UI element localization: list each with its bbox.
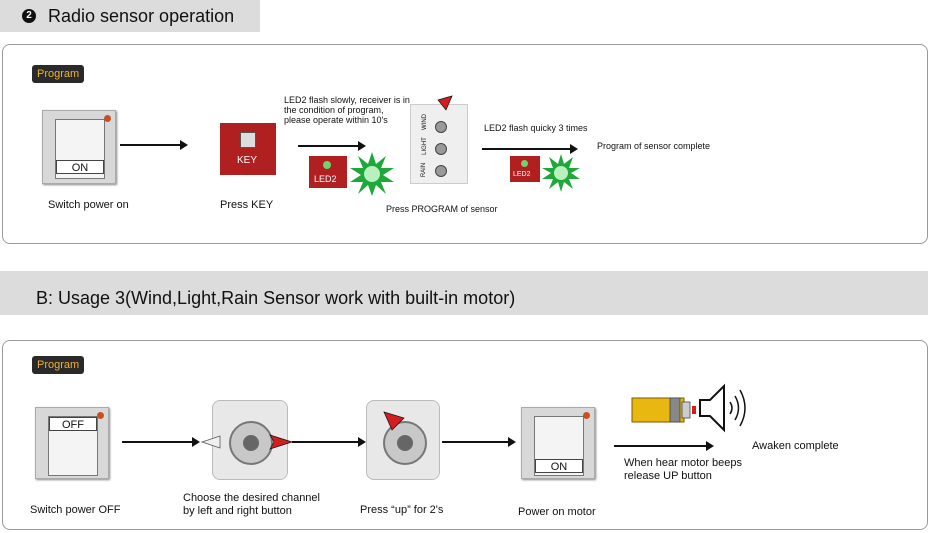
caption-line: Choose the desired channel	[183, 492, 320, 504]
left-right-arrow-icon	[200, 434, 294, 450]
step-caption-choose-channel: Choose the desired channel by left and r…	[183, 492, 320, 518]
program-badge-2: Program	[32, 356, 85, 374]
section2-title: B: Usage 3(Wind,Light,Rain Sensor work w…	[36, 288, 516, 308]
step-caption-power-on-motor: Power on motor	[518, 506, 596, 518]
switch-rocker: ON	[534, 416, 584, 476]
led2-box-2: LED2	[510, 156, 540, 182]
note-line: LED2 flash slowly, receiver is in	[284, 95, 410, 105]
led-label: LED2	[314, 174, 337, 184]
flash-starburst-icon	[542, 154, 580, 192]
switch-label: ON	[56, 160, 104, 174]
note-line: the condition of program,	[284, 105, 384, 115]
led-quick-flash-note: LED2 flash quicky 3 times	[484, 123, 588, 133]
note-line: release UP button	[624, 470, 712, 482]
led2-box: LED2	[309, 156, 347, 188]
power-switch-on-motor: ON	[521, 407, 595, 479]
indicator-light	[104, 115, 111, 122]
arrow-right-icon	[298, 141, 366, 151]
step-caption-switch-on: Switch power on	[48, 199, 129, 211]
sensor-dial-rain	[435, 165, 447, 177]
program-complete-caption: Program of sensor complete	[597, 141, 711, 151]
key-button-box: KEY	[220, 123, 276, 175]
arrow-right-icon	[292, 437, 366, 447]
arrow-right-icon	[122, 437, 200, 447]
step-number-badge: 2	[22, 9, 36, 23]
switch-label-on: ON	[535, 459, 583, 473]
step-caption-press-key: Press KEY	[220, 199, 274, 211]
sensor-device: WIND LIGHT RAIN	[410, 104, 468, 184]
pointer-arrow-icon	[437, 95, 453, 111]
arrow-right-icon	[482, 144, 578, 154]
caption-line: by left and right button	[183, 505, 292, 517]
sensor-label-wind: WIND	[422, 114, 428, 130]
remote-center-button	[397, 435, 413, 451]
remote-center-button	[243, 435, 259, 451]
remote-button-ring	[383, 421, 427, 465]
section2-header: B: Usage 3(Wind,Light,Rain Sensor work w…	[0, 271, 928, 315]
arrow-right-icon	[442, 437, 516, 447]
program-badge: Program	[32, 65, 85, 83]
key-label: KEY	[237, 155, 258, 166]
key-button-icon	[240, 132, 256, 148]
arrow-right-icon	[120, 140, 188, 150]
section1-title: Radio sensor operation	[48, 6, 235, 26]
sensor-label-rain: RAIN	[421, 162, 428, 178]
note-line: When hear motor beeps	[624, 457, 743, 469]
awaken-complete-caption: Awaken complete	[752, 440, 839, 452]
remote-control-2	[366, 400, 440, 480]
step-caption-switch-off: Switch power OFF	[30, 504, 121, 516]
section1-header: 2 Radio sensor operation	[0, 0, 260, 32]
led-slow-flash-note: LED2 flash slowly, receiver is in the co…	[284, 95, 410, 125]
remote-button-ring	[229, 421, 273, 465]
led-icon	[323, 161, 331, 169]
motor-speaker-icon	[631, 383, 746, 433]
led-icon	[521, 160, 528, 167]
motor-beep-note: When hear motor beeps release UP button	[624, 457, 742, 483]
up-arrow-icon	[383, 411, 405, 431]
power-switch-on: ON	[42, 110, 116, 184]
sensor-dial-wind	[435, 121, 447, 133]
switch-rocker: ON	[55, 119, 105, 179]
arrow-right-icon	[614, 441, 714, 451]
note-line: please operate within 10's	[284, 115, 388, 125]
step-caption-press-program: Press PROGRAM of sensor	[386, 204, 498, 214]
sensor-label-light: LIGHT	[421, 137, 428, 155]
power-switch-off: OFF	[35, 407, 109, 479]
led-label-2: LED2	[513, 171, 531, 178]
flash-starburst-icon	[350, 152, 394, 196]
step-caption-press-up: Press “up” for 2's	[360, 504, 444, 516]
switch-rocker: OFF	[48, 416, 98, 476]
switch-label-off: OFF	[49, 417, 97, 431]
indicator-light	[583, 412, 590, 419]
sensor-dial-light	[435, 143, 447, 155]
indicator-light	[97, 412, 104, 419]
program-panel-2	[2, 340, 928, 530]
